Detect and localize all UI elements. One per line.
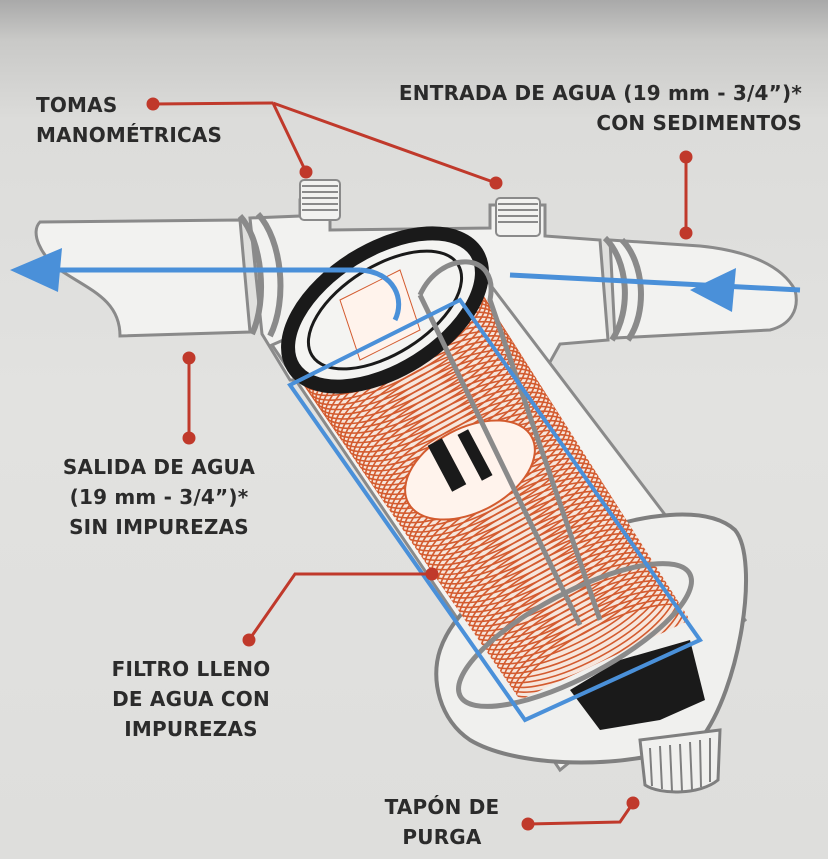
label-filter-chamber: FILTRO LLENO DE AGUA CON IMPUREZAS — [98, 654, 284, 744]
label-line: MANOMÉTRICAS — [36, 123, 223, 147]
label-line: TAPÓN DE — [384, 795, 500, 819]
label-line: ENTRADA DE AGUA (19 mm - 3/4”)* — [398, 81, 802, 105]
label-line: SIN IMPUREZAS — [69, 515, 249, 539]
label-gauge-ports: TOMAS MANOMÉTRICAS — [36, 90, 222, 150]
label-line: PURGA — [402, 825, 482, 849]
label-line: IMPUREZAS — [124, 717, 258, 741]
callout-lines — [146, 97, 693, 831]
filter-ribbon — [417, 259, 694, 709]
gauge-port-right — [495, 197, 541, 237]
label-drain-plug: TAPÓN DE PURGA — [372, 792, 512, 852]
gauge-port-left — [299, 179, 341, 221]
label-line: CON SEDIMENTOS — [596, 111, 802, 135]
label-water-outlet: SALIDA DE AGUA (19 mm - 3/4”)* SIN IMPUR… — [46, 452, 272, 542]
label-line: FILTRO LLENO — [111, 657, 271, 681]
water-flow — [40, 267, 801, 723]
flow-arrow-left — [10, 248, 62, 292]
label-water-inlet: ENTRADA DE AGUA (19 mm - 3/4”)* CON SEDI… — [399, 78, 802, 138]
filter-cage — [404, 419, 536, 521]
label-line: (19 mm - 3/4”)* — [69, 485, 249, 509]
label-line: TOMAS — [36, 93, 118, 117]
label-line: DE AGUA CON — [112, 687, 270, 711]
flow-arrow-right — [690, 268, 736, 312]
label-line: SALIDA DE AGUA — [62, 455, 256, 479]
